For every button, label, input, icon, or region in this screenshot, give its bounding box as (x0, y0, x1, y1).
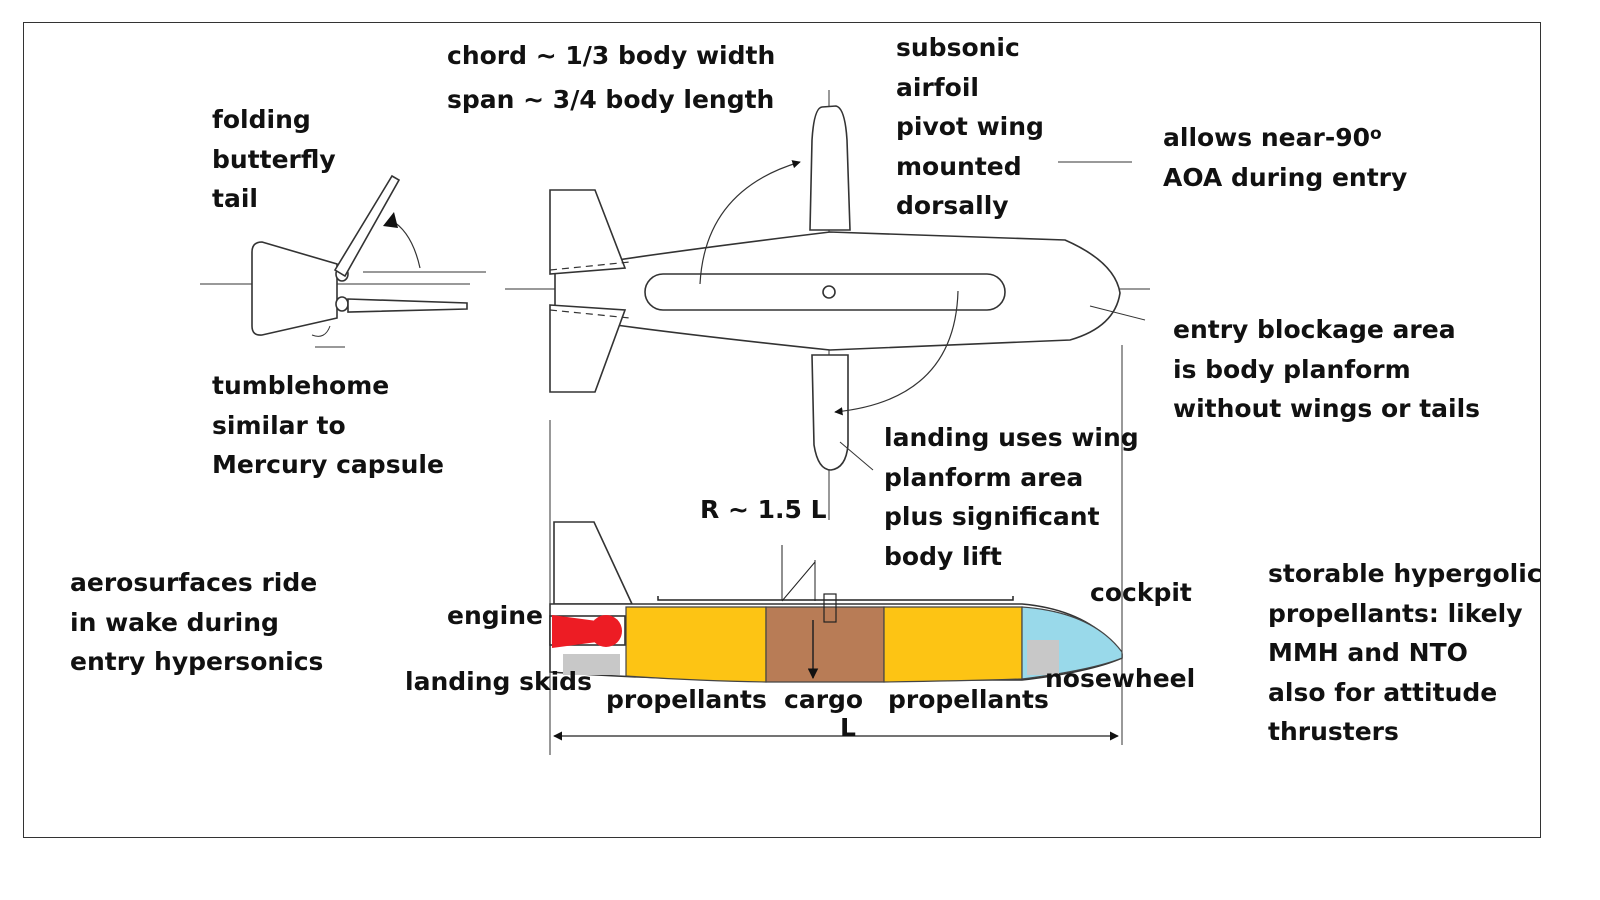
tumblehome-angle-mark (311, 325, 331, 337)
aerosurfaces-label: aerosurfaces ride in wake during entry h… (70, 568, 324, 676)
wing-pivot (822, 285, 836, 299)
blockage-label: entry blockage area is body planform wit… (1173, 315, 1481, 423)
radius-label: R ~ 1.5 L (700, 495, 827, 524)
span-label: span ~ 3/4 body length (447, 85, 775, 114)
tumblehome-label: tumblehome similar to Mercury capsule (212, 371, 444, 479)
pivot-wing-label: subsonic airfoil pivot wing mounted dors… (896, 33, 1044, 220)
landing-skids-label: landing skids (405, 667, 592, 696)
end-view-body (251, 241, 338, 336)
cockpit-label: cockpit (1090, 578, 1192, 607)
aoa-label: allows near-90o AOA during entry (1163, 123, 1408, 192)
deployed-tail-fin (347, 298, 468, 313)
tail-pivot-lower (335, 296, 349, 312)
nosewheel-label: nosewheel (1045, 664, 1196, 693)
radius-leader (781, 561, 816, 602)
end-view (200, 174, 486, 348)
wing-upper (809, 105, 851, 231)
wing-lower (811, 354, 849, 471)
nosewheel-skid (1027, 640, 1059, 675)
engine-chamber (590, 615, 622, 647)
chord-label: chord ~ 1/3 body width (447, 41, 776, 70)
landing-label: landing uses wing planform area plus sig… (884, 423, 1139, 571)
storable-propellants-label: storable hypergolic propellants: likely … (1268, 559, 1542, 746)
blockage-leader (1089, 305, 1146, 321)
cargo-label: cargo (784, 685, 864, 714)
tail-fin-upper (549, 189, 627, 275)
wing-mount (823, 593, 837, 623)
propellants-fwd-label: propellants (888, 685, 1049, 714)
diagram-frame (23, 22, 1541, 838)
propellants-aft-section (625, 606, 767, 683)
propellants-aft-label: propellants (606, 685, 767, 714)
top-view (505, 90, 1150, 755)
side-tail-fin (553, 521, 634, 605)
wing-rotation-arc-upper (699, 160, 801, 285)
length-label: L (840, 713, 856, 742)
tail-fin-lower (549, 304, 627, 393)
wing-rotation-arc-lower (834, 290, 959, 416)
folding-tail-label: folding butterfly tail (212, 105, 336, 213)
folded-tail-fin (333, 174, 401, 278)
propellants-forward-section (883, 606, 1023, 683)
cargo-section (765, 606, 885, 683)
engine-label: engine (447, 601, 543, 630)
landing-leader (839, 441, 874, 471)
landing-skid-aft (563, 654, 620, 675)
